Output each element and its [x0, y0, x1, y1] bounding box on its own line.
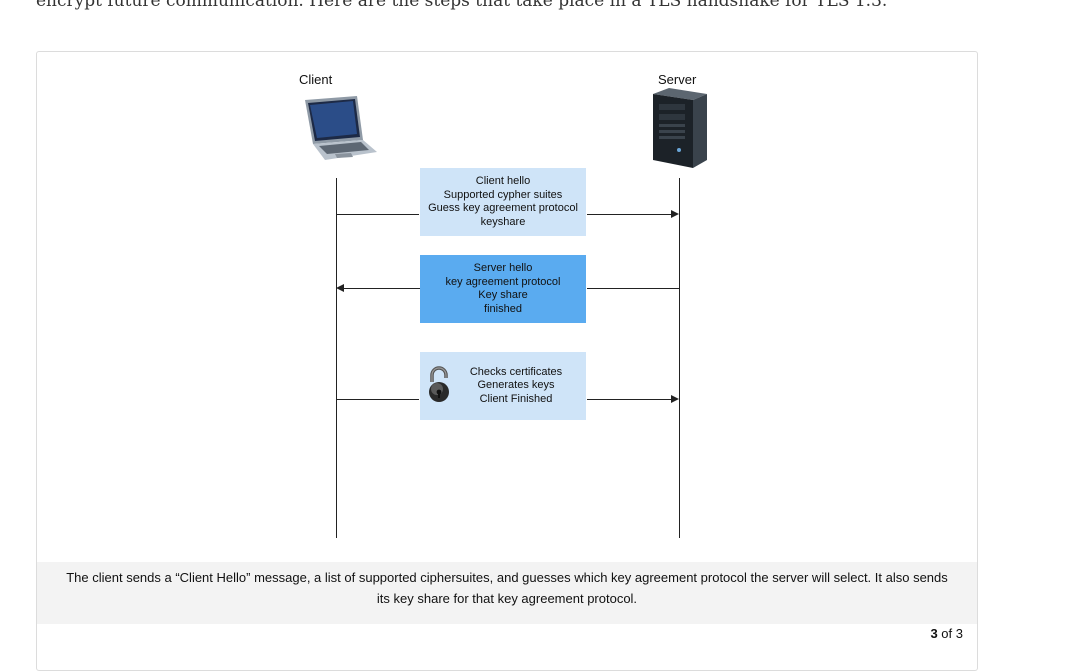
message-3-line: Client Finished [479, 392, 553, 405]
server-icon [653, 88, 707, 168]
message-3-line: Generates keys [477, 379, 555, 392]
message-2-line: Server hello [473, 262, 533, 274]
message-3-box: Checks certificates Generates keys Clien… [420, 352, 586, 420]
slide-frame: Client Server Client hello Supported cyp… [36, 51, 978, 671]
pager-separator: of [941, 626, 953, 641]
client-lifeline [336, 178, 337, 538]
message-1-line: Client hello [475, 175, 531, 187]
slide-pager: 3 of 3 [930, 626, 963, 641]
pager-total: 3 [955, 626, 963, 641]
message-1-box: Client hello Supported cypher suites Gue… [420, 168, 586, 236]
message-1-line-left [336, 214, 419, 215]
laptop-icon [305, 96, 377, 160]
message-1-arrowhead [671, 210, 679, 218]
message-2-line: finished [484, 302, 522, 315]
pager-current: 3 [930, 626, 938, 641]
client-label: Client [299, 72, 333, 87]
message-2-arrowhead [336, 284, 344, 292]
message-1-line: Supported cypher suites [443, 188, 563, 201]
message-3-arrowhead [671, 395, 679, 403]
message-1-line: Guess key agreement protocol [428, 202, 578, 214]
message-3-line-left [336, 399, 419, 400]
intro-paragraph: encrypt future communication. Here are t… [36, 0, 888, 11]
message-3-line: Checks certificates [469, 365, 563, 378]
server-lifeline [679, 178, 680, 538]
padlock-icon [429, 366, 449, 402]
message-3-line-right [587, 399, 673, 400]
message-1-line: keyshare [480, 215, 526, 228]
message-2-line-right [587, 288, 679, 289]
server-label: Server [658, 72, 697, 87]
message-2-box: Server hello key agreement protocol Key … [420, 255, 586, 323]
message-1-line-right [587, 214, 673, 215]
message-2-line: Key share [478, 289, 528, 301]
message-2-line: key agreement protocol [445, 275, 561, 288]
message-2-line-left [343, 288, 420, 289]
slide-caption: The client sends a “Client Hello” messag… [37, 562, 977, 624]
